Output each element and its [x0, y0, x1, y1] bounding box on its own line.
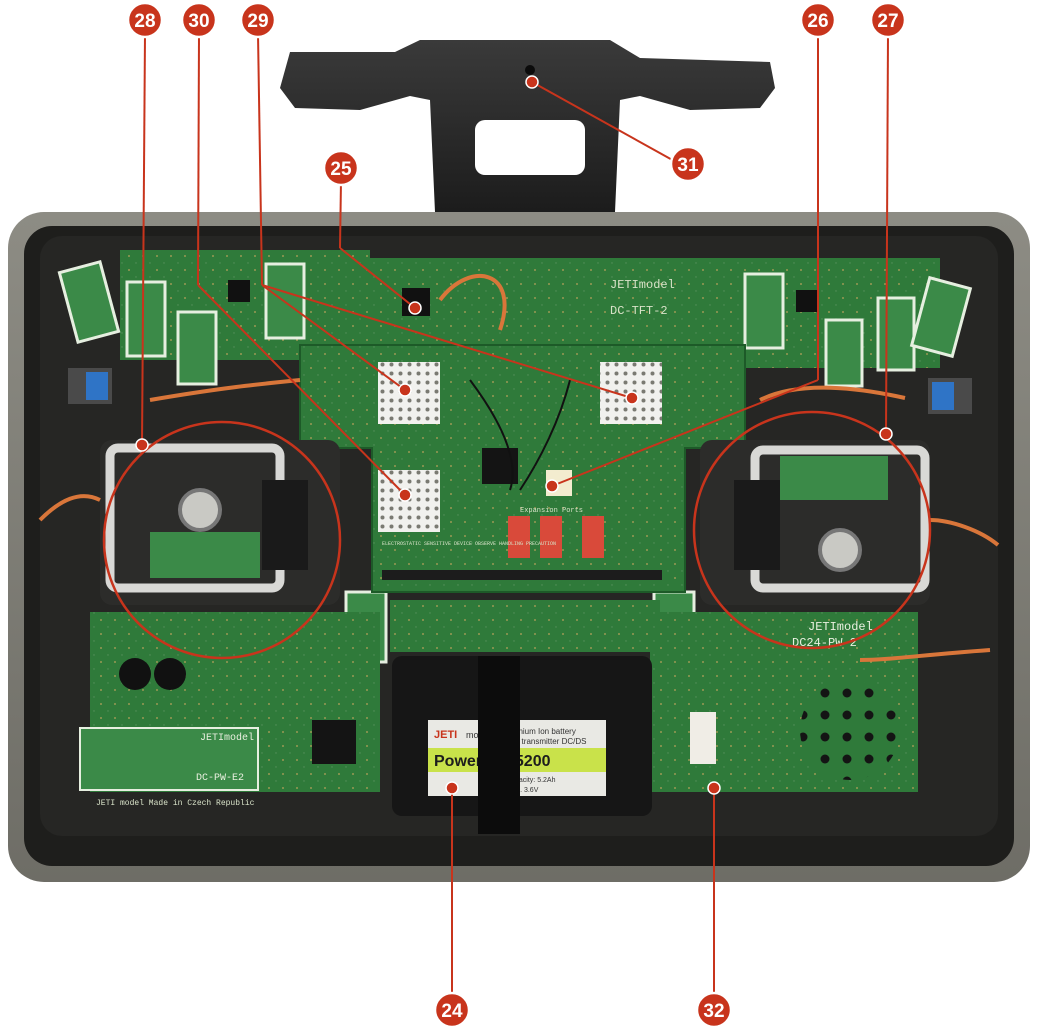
expansion-ports-label: Expansion Ports [520, 507, 583, 515]
pw2-board-label: DC24-PW-2 [792, 636, 857, 650]
antenna-module-3 [378, 470, 440, 532]
callout-badges: 28 30 29 25 26 27 31 24 [126, 1, 907, 1029]
callout-28: 28 [126, 1, 164, 39]
battery-line2: for transmitter DC/DS [510, 737, 586, 746]
left-gimbal [100, 440, 340, 605]
callout-24: 24 [433, 991, 471, 1029]
tft-brand-label: JETImodel [610, 278, 675, 292]
pwe2-board-label: DC-PW-E2 [196, 773, 244, 784]
callout-25: 25 [322, 149, 360, 187]
battery-connector [690, 712, 716, 764]
callout-26: 26 [799, 1, 837, 39]
battery-pack: JETI model Lithium Ion battery for trans… [392, 656, 652, 834]
pwe2-brand-label: JETImodel [200, 732, 254, 744]
callout-31: 31 [669, 145, 707, 183]
svg-text:24: 24 [441, 1001, 463, 1022]
made-in-label: JETI model Made in Czech Republic [96, 799, 255, 808]
svg-text:28: 28 [134, 11, 155, 32]
leader-endpoints [135, 75, 893, 795]
callout-32: 32 [695, 991, 733, 1029]
svg-text:32: 32 [703, 1001, 724, 1022]
main-board: Expansion Ports ELECTROSTATIC SENSITIVE … [299, 344, 746, 593]
right-gimbal [700, 440, 930, 605]
callout-27: 27 [869, 1, 907, 39]
battery-line1: Lithium Ion battery [510, 727, 576, 736]
esd-warning-label: ELECTROSTATIC SENSITIVE DEVICE OBSERVE H… [382, 541, 556, 547]
right-stick-highlight [692, 410, 932, 650]
svg-text:31: 31 [677, 155, 699, 176]
speaker-grille [800, 680, 900, 780]
svg-text:30: 30 [188, 11, 209, 32]
connector-boards [57, 259, 973, 664]
pw2-brand-label: JETImodel [808, 620, 873, 634]
callout-29: 29 [239, 1, 277, 39]
svg-text:25: 25 [330, 159, 352, 180]
tft-board-label: DC-TFT-2 [610, 304, 668, 318]
wires [38, 274, 1000, 662]
svg-text:27: 27 [877, 11, 898, 32]
lower-boards: JETImodel DC-PW-E2 JETI model Made in Cz… [79, 600, 918, 808]
battery-brand-top: JETI [434, 729, 457, 741]
svg-text:29: 29 [247, 11, 268, 32]
carry-handle [280, 40, 775, 212]
callout-30: 30 [180, 1, 218, 39]
svg-text:26: 26 [807, 11, 828, 32]
leader-lines [141, 33, 889, 1010]
left-stick-highlight [102, 420, 342, 660]
